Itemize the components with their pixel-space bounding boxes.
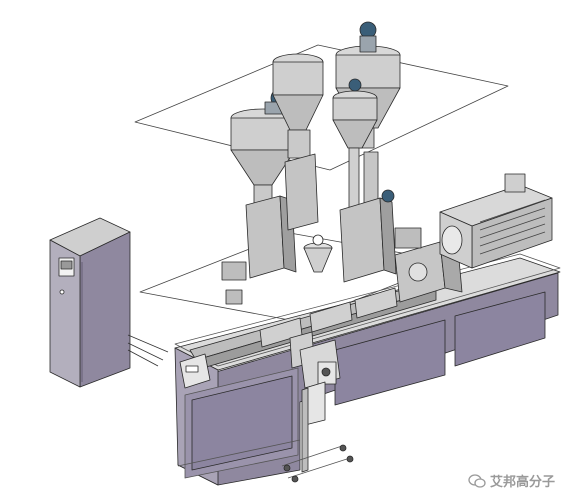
cable <box>127 349 159 367</box>
feeder-motor <box>381 189 395 203</box>
watermark: 艾邦高分子 <box>468 471 555 490</box>
vent-unit <box>289 331 341 389</box>
cable <box>127 334 169 353</box>
feeder-hopper-middle <box>272 53 324 231</box>
mixing-funnel <box>303 234 333 273</box>
cable <box>127 342 164 361</box>
feeder-column-right <box>339 189 422 283</box>
wechat-logo-icon <box>468 473 486 488</box>
main-motor <box>439 173 553 269</box>
hopper-motor <box>348 78 362 92</box>
front-panel <box>454 291 546 367</box>
control-switch <box>59 289 65 295</box>
feeder-hopper-front-right <box>332 78 379 213</box>
front-panel <box>191 375 293 471</box>
machine-base-frame <box>174 253 561 486</box>
pellet-cart <box>281 381 354 483</box>
control-cabinet <box>49 217 169 388</box>
front-panel <box>334 319 446 406</box>
watermark-text: 艾邦高分子 <box>489 475 555 490</box>
feeder-column-left <box>221 195 297 305</box>
